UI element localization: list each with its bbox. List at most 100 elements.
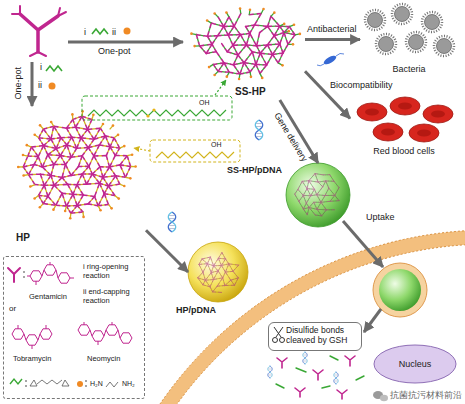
aminoglycoside-arm xyxy=(325,210,327,212)
aminoglycoside-arm xyxy=(218,258,220,260)
step-number: ii xyxy=(38,80,42,90)
nucleus-outline xyxy=(374,345,456,383)
aminoglycoside-arm xyxy=(229,17,231,20)
aminoglycoside-arm xyxy=(209,273,211,275)
aminoglycoside-arm xyxy=(42,167,45,170)
legend-structures xyxy=(27,262,74,285)
aminoglycoside-arm xyxy=(202,259,204,261)
aminoglycoside-arm xyxy=(227,52,230,53)
aminoglycoside-arm xyxy=(82,174,83,177)
red-blood-cells xyxy=(373,123,403,141)
aminoglycoside-arm xyxy=(100,128,102,130)
aminoglycoside-arm xyxy=(62,193,63,197)
aminoglycoside-arm xyxy=(77,205,79,207)
blue-bacterium-icon xyxy=(322,54,337,66)
aminoglycoside-arm xyxy=(114,138,116,141)
end-cap-dot xyxy=(102,123,105,126)
aminoglycoside-arm xyxy=(317,209,318,211)
aminoglycoside-arm xyxy=(272,54,274,57)
aminoglycoside-arm xyxy=(315,174,317,177)
aminoglycoside-arm xyxy=(113,155,115,159)
aminoglycoside-arm xyxy=(298,189,300,191)
aminoglycoside-arm xyxy=(92,174,94,177)
end-cap-dot xyxy=(123,145,126,148)
aminoglycoside-arm xyxy=(209,257,211,259)
end-cap-dot xyxy=(117,197,120,200)
aminoglycoside-arm xyxy=(118,148,119,150)
end-cap-dot xyxy=(225,11,228,14)
aminoglycoside-arm xyxy=(60,156,62,159)
aminoglycoside-arm xyxy=(77,185,79,188)
legend-structures xyxy=(18,325,46,349)
aminoglycoside-arm xyxy=(122,176,125,178)
end-cap-dot xyxy=(64,210,67,213)
aminoglycoside-arm xyxy=(67,128,69,131)
aminoglycoside-arm xyxy=(274,36,276,39)
aminoglycoside-arm xyxy=(116,176,117,179)
legend-structures xyxy=(23,276,25,278)
aminoglycoside-arm xyxy=(69,157,71,159)
aminoglycoside-arm xyxy=(81,195,83,198)
node-label: Bacteria xyxy=(392,64,425,74)
aminoglycoside-arm xyxy=(73,194,74,198)
reaction-arrows xyxy=(68,41,183,44)
aminoglycoside-arm xyxy=(237,278,238,280)
released-fragments xyxy=(268,366,273,378)
pdna-icons xyxy=(168,120,263,232)
red-blood-cells xyxy=(409,124,439,142)
disulfide-inset xyxy=(88,110,226,116)
aminoglycoside-arm xyxy=(43,129,45,132)
endosome-vesicle xyxy=(373,263,427,317)
aminoglycoside-arm xyxy=(75,148,77,151)
chemical-group: OH xyxy=(211,141,222,149)
aminoglycoside-monomer xyxy=(20,14,58,52)
legend-structures xyxy=(30,271,42,281)
aminoglycoside-arm xyxy=(303,209,304,211)
end-cap-dot xyxy=(71,113,74,116)
aminoglycoside-arm xyxy=(234,26,236,29)
node-label: SS-HP/pDNA xyxy=(227,165,282,175)
aminoglycoside-arm xyxy=(240,35,242,38)
end-cap-dot xyxy=(39,124,42,127)
aminoglycoside-arm xyxy=(229,264,230,266)
aminoglycoside-arm xyxy=(213,291,216,292)
aminoglycoside-arm xyxy=(99,167,101,170)
aminoglycoside-arm xyxy=(231,285,234,286)
endosome-vesicle xyxy=(379,269,421,311)
aminoglycoside-arm xyxy=(323,174,325,175)
node-label: Red blood cells xyxy=(373,146,435,156)
aminoglycoside-arm xyxy=(44,146,45,149)
aminoglycoside-arm xyxy=(250,33,252,37)
aminoglycoside-arm xyxy=(325,181,327,183)
aminoglycoside-arm xyxy=(338,188,339,190)
released-fragments xyxy=(313,370,323,380)
aminoglycoside-arm xyxy=(94,156,96,159)
aminoglycoside-arm xyxy=(222,252,223,254)
bacteria-cells xyxy=(365,10,385,30)
aminoglycoside-arm xyxy=(225,259,226,261)
node-label: HP/pDNA xyxy=(176,305,216,315)
aminoglycoside-arm xyxy=(233,45,235,48)
end-cap-dot xyxy=(206,19,209,22)
aminoglycoside-arm xyxy=(38,157,39,160)
aminoglycoside-arm xyxy=(320,215,322,216)
legend-structures xyxy=(62,380,69,386)
aminoglycoside-arm xyxy=(90,119,91,122)
aminoglycoside-arm xyxy=(313,187,315,190)
end-cap-dot xyxy=(238,78,241,81)
aminoglycoside-arm xyxy=(233,271,235,273)
reagent-icons xyxy=(46,66,62,71)
released-fragments xyxy=(277,356,355,399)
aminoglycoside-arm xyxy=(237,265,239,267)
aminoglycoside-arm xyxy=(105,136,106,140)
chemical-group: NH₂ xyxy=(122,380,135,388)
scissors-icon xyxy=(273,338,278,343)
aminoglycoside-arm xyxy=(89,166,90,168)
aminoglycoside-arm xyxy=(196,35,197,39)
aminoglycoside-arm xyxy=(244,63,246,66)
legend-structures xyxy=(120,333,132,343)
node-label: Disulfide bonds cleaved by GSH xyxy=(286,326,358,346)
aminoglycoside-arm xyxy=(302,181,304,183)
end-cap-dot xyxy=(249,8,252,11)
